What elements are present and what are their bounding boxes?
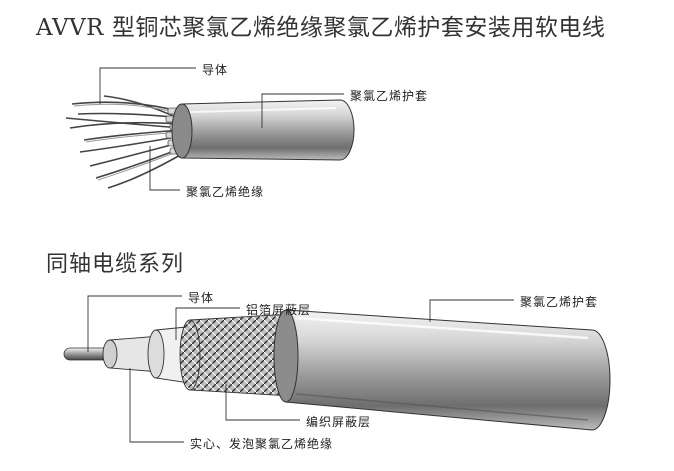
coax-cable [63,309,611,431]
label-pvc-sheath: 聚氯乙烯护套 [350,89,429,103]
label-foam-insulation: 实心、发泡聚氯乙烯绝缘 [190,437,334,451]
label-braid-shield: 编织屏蔽层 [306,415,372,429]
label-coax-conductor: 导体 [188,291,215,305]
diagram2-leaders [87,295,514,443]
label-pvc-insulation: 聚氯乙烯绝缘 [186,185,265,199]
label-conductor: 导体 [202,63,229,77]
avvr-cable [65,95,355,189]
label-coax-sheath: 聚氯乙烯护套 [520,295,599,309]
label-foil-shield: 铝箔屏蔽层 [246,303,312,317]
diagram1-title: AVVR 型铜芯聚氯乙烯绝缘聚氯乙烯护套安装用软电线 [36,15,606,41]
diagram1-leaders [99,67,344,191]
diagram2-title: 同轴电缆系列 [46,252,185,277]
